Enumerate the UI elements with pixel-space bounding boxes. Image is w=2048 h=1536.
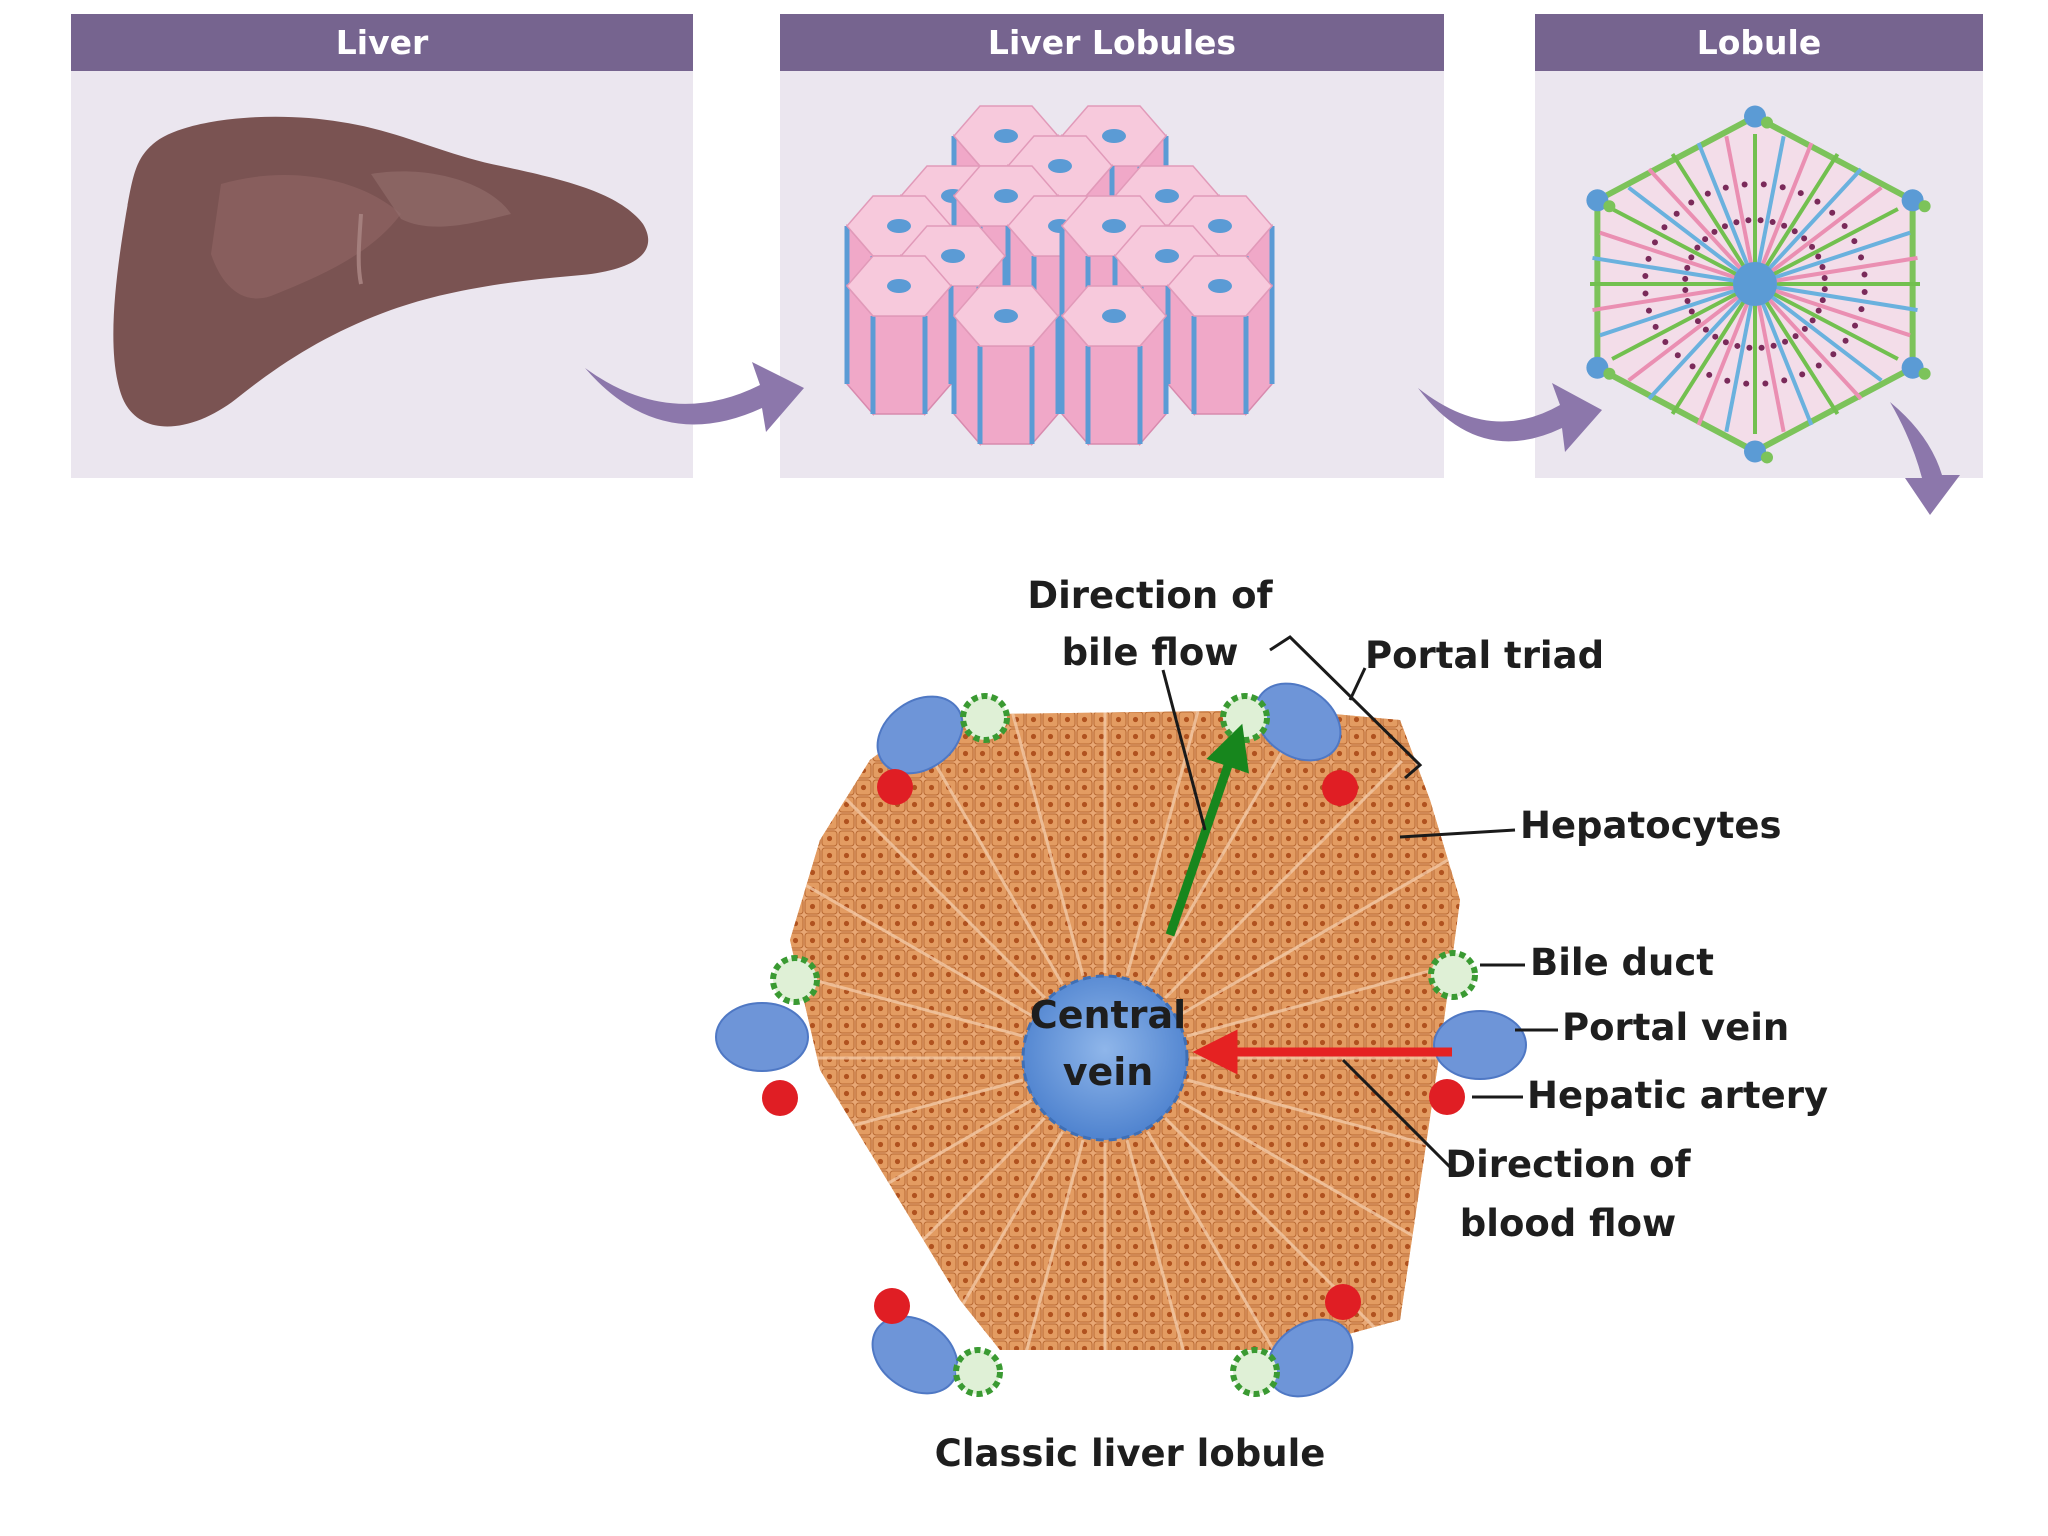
- sinusoid: [1753, 135, 1786, 285]
- hepatic-artery: [1429, 1079, 1465, 1115]
- sinusoid: [1647, 167, 1757, 286]
- small-central-vein: [1733, 262, 1777, 306]
- lobule-prism: [844, 255, 954, 417]
- hepatic-artery: [762, 1080, 798, 1116]
- bile-duct-label: Bile duct: [1530, 941, 1714, 984]
- sinusoid: [1599, 282, 1756, 338]
- hepatic-artery: [877, 769, 913, 805]
- portal-vein-label: Portal vein: [1562, 1006, 1789, 1049]
- sinusoid: [1753, 282, 1863, 401]
- portal-triad: [715, 955, 820, 1116]
- central-vein-label-line1: Central: [1030, 993, 1186, 1037]
- liver-lobules-illustration: [844, 105, 1275, 447]
- sinusoid: [1670, 282, 1757, 415]
- sinusoid: [1670, 153, 1757, 286]
- lobule-panel-title: Lobule: [1535, 14, 1983, 71]
- sinusoid: [1753, 142, 1814, 285]
- bile-flow-label-line1: Direction of: [1027, 574, 1273, 617]
- liver-panel-title: Liver: [71, 14, 693, 71]
- sinusoid: [1696, 142, 1757, 285]
- arrow-liver-to-lobules: [585, 362, 804, 432]
- sinusoid: [1724, 135, 1757, 285]
- liver-lobules-panel: Liver Lobules: [780, 14, 1444, 478]
- sinusoid: [1627, 185, 1757, 286]
- lobule-illustration: [1586, 105, 1931, 464]
- lobule-prism: [951, 285, 1061, 447]
- arrow-lobule-to-detail: [1890, 402, 1960, 515]
- sinusoid: [1611, 282, 1756, 361]
- liver-lobules-panel-title: Liver Lobules: [780, 14, 1444, 71]
- hepatocytes-leader: [1399, 828, 1516, 839]
- small-portal-vessel: [1901, 189, 1924, 212]
- hepatocytes-label: Hepatocytes: [1520, 804, 1781, 847]
- bile-duct: [1230, 1347, 1280, 1397]
- portal-triad: [876, 693, 1010, 805]
- sinusoid: [1647, 282, 1757, 401]
- portal-triad-bracket: [1269, 635, 1423, 780]
- bile-duct: [1428, 950, 1478, 1000]
- portal-vein: [1433, 1010, 1527, 1080]
- sinusoid: [1753, 283, 1814, 426]
- hepatic-artery: [1322, 770, 1358, 806]
- sinusoid: [1724, 283, 1757, 433]
- lobule-prism: [1059, 285, 1169, 447]
- sinusoid: [1753, 283, 1786, 433]
- sinusoid: [1754, 282, 1911, 338]
- blood-flow-label-line2: blood flow: [1460, 1202, 1676, 1245]
- lobule-panel: Lobule: [1535, 14, 1983, 478]
- sinusoid: [1754, 230, 1911, 286]
- sinusoid: [1754, 207, 1899, 286]
- portal-triad-label: Portal triad: [1365, 634, 1604, 677]
- portal-vein: [871, 1315, 959, 1395]
- sinusoid: [1754, 282, 1899, 361]
- sinusoid: [1754, 255, 1918, 286]
- liver-illustration: [113, 116, 649, 427]
- blood-flow-leader: [1341, 1058, 1460, 1177]
- hepatic-artery: [874, 1288, 910, 1324]
- central-vein: [1021, 974, 1189, 1142]
- portal-triads: [715, 682, 1527, 1398]
- portal-triad-leader: [1348, 667, 1367, 701]
- sinusoid: [1753, 282, 1840, 415]
- sinusoid: [1753, 153, 1840, 286]
- sinusoid: [1611, 207, 1756, 286]
- portal-triad: [871, 1288, 1003, 1397]
- hepatic-artery: [1325, 1284, 1361, 1320]
- bile-duct: [953, 1347, 1003, 1397]
- bile-flow-label-line2: bile flow: [1062, 631, 1239, 674]
- small-portal-vessel: [1744, 440, 1766, 463]
- sinusoid: [1592, 282, 1756, 313]
- portal-vein: [876, 695, 964, 775]
- portal-triad: [1230, 1284, 1361, 1398]
- central-vein-label-line2: vein: [1063, 1050, 1154, 1094]
- sinusoid: [1753, 185, 1883, 286]
- small-portal-vessel: [1586, 189, 1609, 212]
- portal-triad: [1428, 950, 1527, 1115]
- sinusoid: [1696, 283, 1757, 426]
- lobule-prism: [1165, 255, 1275, 417]
- arrow-lobules-to-lobule: [1418, 383, 1602, 452]
- sinusoid: [1599, 230, 1756, 286]
- portal-vein: [1254, 682, 1342, 762]
- sinusoid: [1627, 282, 1757, 383]
- bile-duct: [770, 955, 820, 1005]
- sinusoid: [1754, 282, 1918, 313]
- small-portal-vessel: [1744, 105, 1766, 128]
- liver-panel: Liver: [71, 14, 693, 478]
- hepatic-artery-label: Hepatic artery: [1527, 1074, 1828, 1117]
- small-portal-vessel: [1586, 356, 1609, 379]
- sinusoid: [1753, 282, 1883, 383]
- sinusoid: [1592, 255, 1756, 286]
- bile-flow-arrow: [1165, 723, 1250, 937]
- bile-duct: [1220, 693, 1270, 743]
- small-portal-vessel: [1901, 356, 1924, 379]
- portal-vein: [715, 1002, 809, 1072]
- diagram-caption: Classic liver lobule: [935, 1432, 1326, 1475]
- bile-flow-leader: [1161, 669, 1207, 831]
- bile-duct: [960, 693, 1010, 743]
- sinusoid: [1753, 167, 1863, 286]
- blood-flow-label-line1: Direction of: [1445, 1143, 1691, 1186]
